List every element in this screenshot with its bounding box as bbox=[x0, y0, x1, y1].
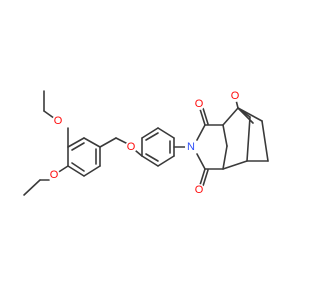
oxygen-atom-carbonyl-top: O bbox=[193, 98, 205, 110]
bond bbox=[222, 145, 228, 170]
nitrogen-atom-imide: N bbox=[185, 141, 197, 153]
oxygen-atom-ether-2: O bbox=[48, 169, 60, 181]
bond bbox=[67, 165, 85, 177]
atom-label: O bbox=[195, 98, 204, 110]
bond bbox=[222, 160, 248, 170]
bond bbox=[145, 132, 159, 141]
bond bbox=[199, 168, 206, 186]
structure-diagram: O O O O O O N bbox=[23, 90, 269, 196]
bond bbox=[115, 137, 129, 145]
atom-layer: O O O O O O N bbox=[48, 90, 241, 196]
atom-label: O bbox=[231, 90, 240, 102]
bond bbox=[157, 127, 175, 139]
bond bbox=[83, 165, 101, 177]
bond-layer bbox=[23, 90, 269, 196]
bond bbox=[135, 150, 143, 157]
bond bbox=[222, 107, 239, 126]
bond bbox=[222, 124, 228, 147]
atom-label: N bbox=[187, 141, 195, 153]
oxygen-atom-ether-1: O bbox=[52, 115, 64, 127]
bond bbox=[71, 142, 85, 151]
bond bbox=[83, 137, 101, 148]
bond bbox=[145, 153, 159, 162]
oxygen-atom-bridge: O bbox=[229, 90, 241, 102]
bond bbox=[23, 179, 41, 196]
bond bbox=[202, 169, 209, 187]
bond bbox=[202, 107, 209, 125]
bond bbox=[237, 107, 263, 122]
bond bbox=[196, 124, 206, 141]
atom-label: O bbox=[54, 115, 63, 127]
oxygen-atom-benzyl-ether: O bbox=[125, 141, 137, 153]
bond bbox=[141, 155, 159, 167]
bond bbox=[71, 162, 85, 172]
bond bbox=[199, 108, 206, 126]
bond bbox=[246, 116, 251, 162]
atom-label: O bbox=[50, 169, 59, 181]
bond bbox=[261, 120, 269, 162]
bond bbox=[141, 127, 159, 139]
bond bbox=[99, 137, 117, 148]
bond bbox=[196, 153, 206, 170]
atom-label: O bbox=[195, 184, 204, 196]
atom-label: O bbox=[127, 141, 136, 153]
bond bbox=[157, 155, 175, 167]
bond bbox=[67, 137, 85, 148]
oxygen-atom-carbonyl-bottom: O bbox=[193, 184, 205, 196]
